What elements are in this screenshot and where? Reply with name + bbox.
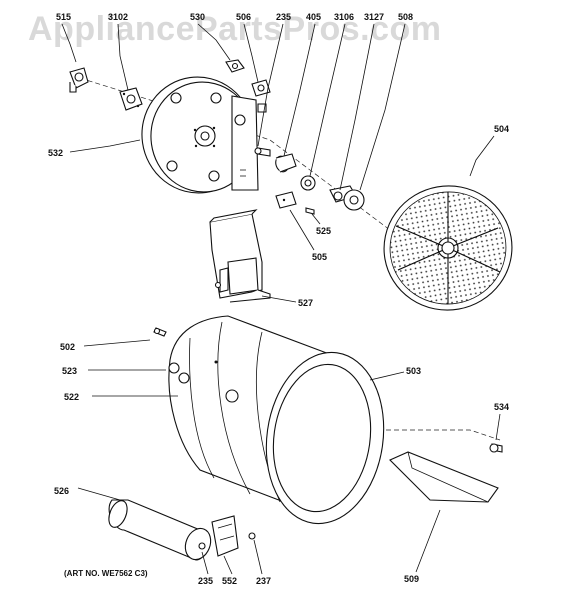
shaft-screw-part — [254, 147, 271, 157]
callout-522: 522 — [64, 392, 79, 402]
callout-527: 527 — [298, 298, 313, 308]
callout-508: 508 — [398, 12, 413, 22]
heater-bracket — [211, 515, 239, 557]
drum-slide — [389, 451, 499, 503]
dryer-drum — [168, 315, 385, 525]
callout-534: 534 — [494, 402, 509, 412]
clip-part — [225, 59, 245, 73]
callout-235-bottom: 235 — [198, 576, 213, 586]
callout-506: 506 — [236, 12, 251, 22]
front-bulkhead-filter — [383, 185, 513, 311]
callout-502: 502 — [60, 342, 75, 352]
heater-duct — [108, 499, 212, 561]
roller-clip-part — [251, 79, 271, 113]
callout-525: 525 — [316, 226, 331, 236]
bushing-part — [275, 153, 297, 173]
bearing-plate-part — [119, 87, 143, 111]
heater-screw — [248, 532, 256, 540]
callout-3102: 3102 — [108, 12, 128, 22]
support-bracket — [209, 209, 271, 303]
mounting-bracket-part — [275, 191, 315, 215]
callout-503: 503 — [406, 366, 421, 376]
callout-515: 515 — [56, 12, 71, 22]
slide-screw — [489, 443, 503, 453]
callout-552: 552 — [222, 576, 237, 586]
art-number: (ART NO. WE7562 C3) — [64, 569, 148, 578]
callout-3127: 3127 — [364, 12, 384, 22]
callout-235-top: 235 — [276, 12, 291, 22]
callout-509: 509 — [404, 574, 419, 584]
callout-523: 523 — [62, 366, 77, 376]
callout-237: 237 — [256, 576, 271, 586]
callout-530: 530 — [190, 12, 205, 22]
roller-shaft-part — [329, 185, 365, 211]
callout-526: 526 — [54, 486, 69, 496]
bracket-part — [69, 67, 89, 93]
callout-505: 505 — [312, 252, 327, 262]
washer-part — [300, 175, 316, 191]
rear-bulkhead — [141, 76, 259, 194]
callout-3106: 3106 — [334, 12, 354, 22]
callout-504: 504 — [494, 124, 509, 134]
callout-405: 405 — [306, 12, 321, 22]
watermark: AppliancePartsPros.com — [28, 10, 442, 48]
drum-screw — [153, 327, 167, 337]
leader-lines — [61, 23, 501, 575]
callout-532: 532 — [48, 148, 63, 158]
